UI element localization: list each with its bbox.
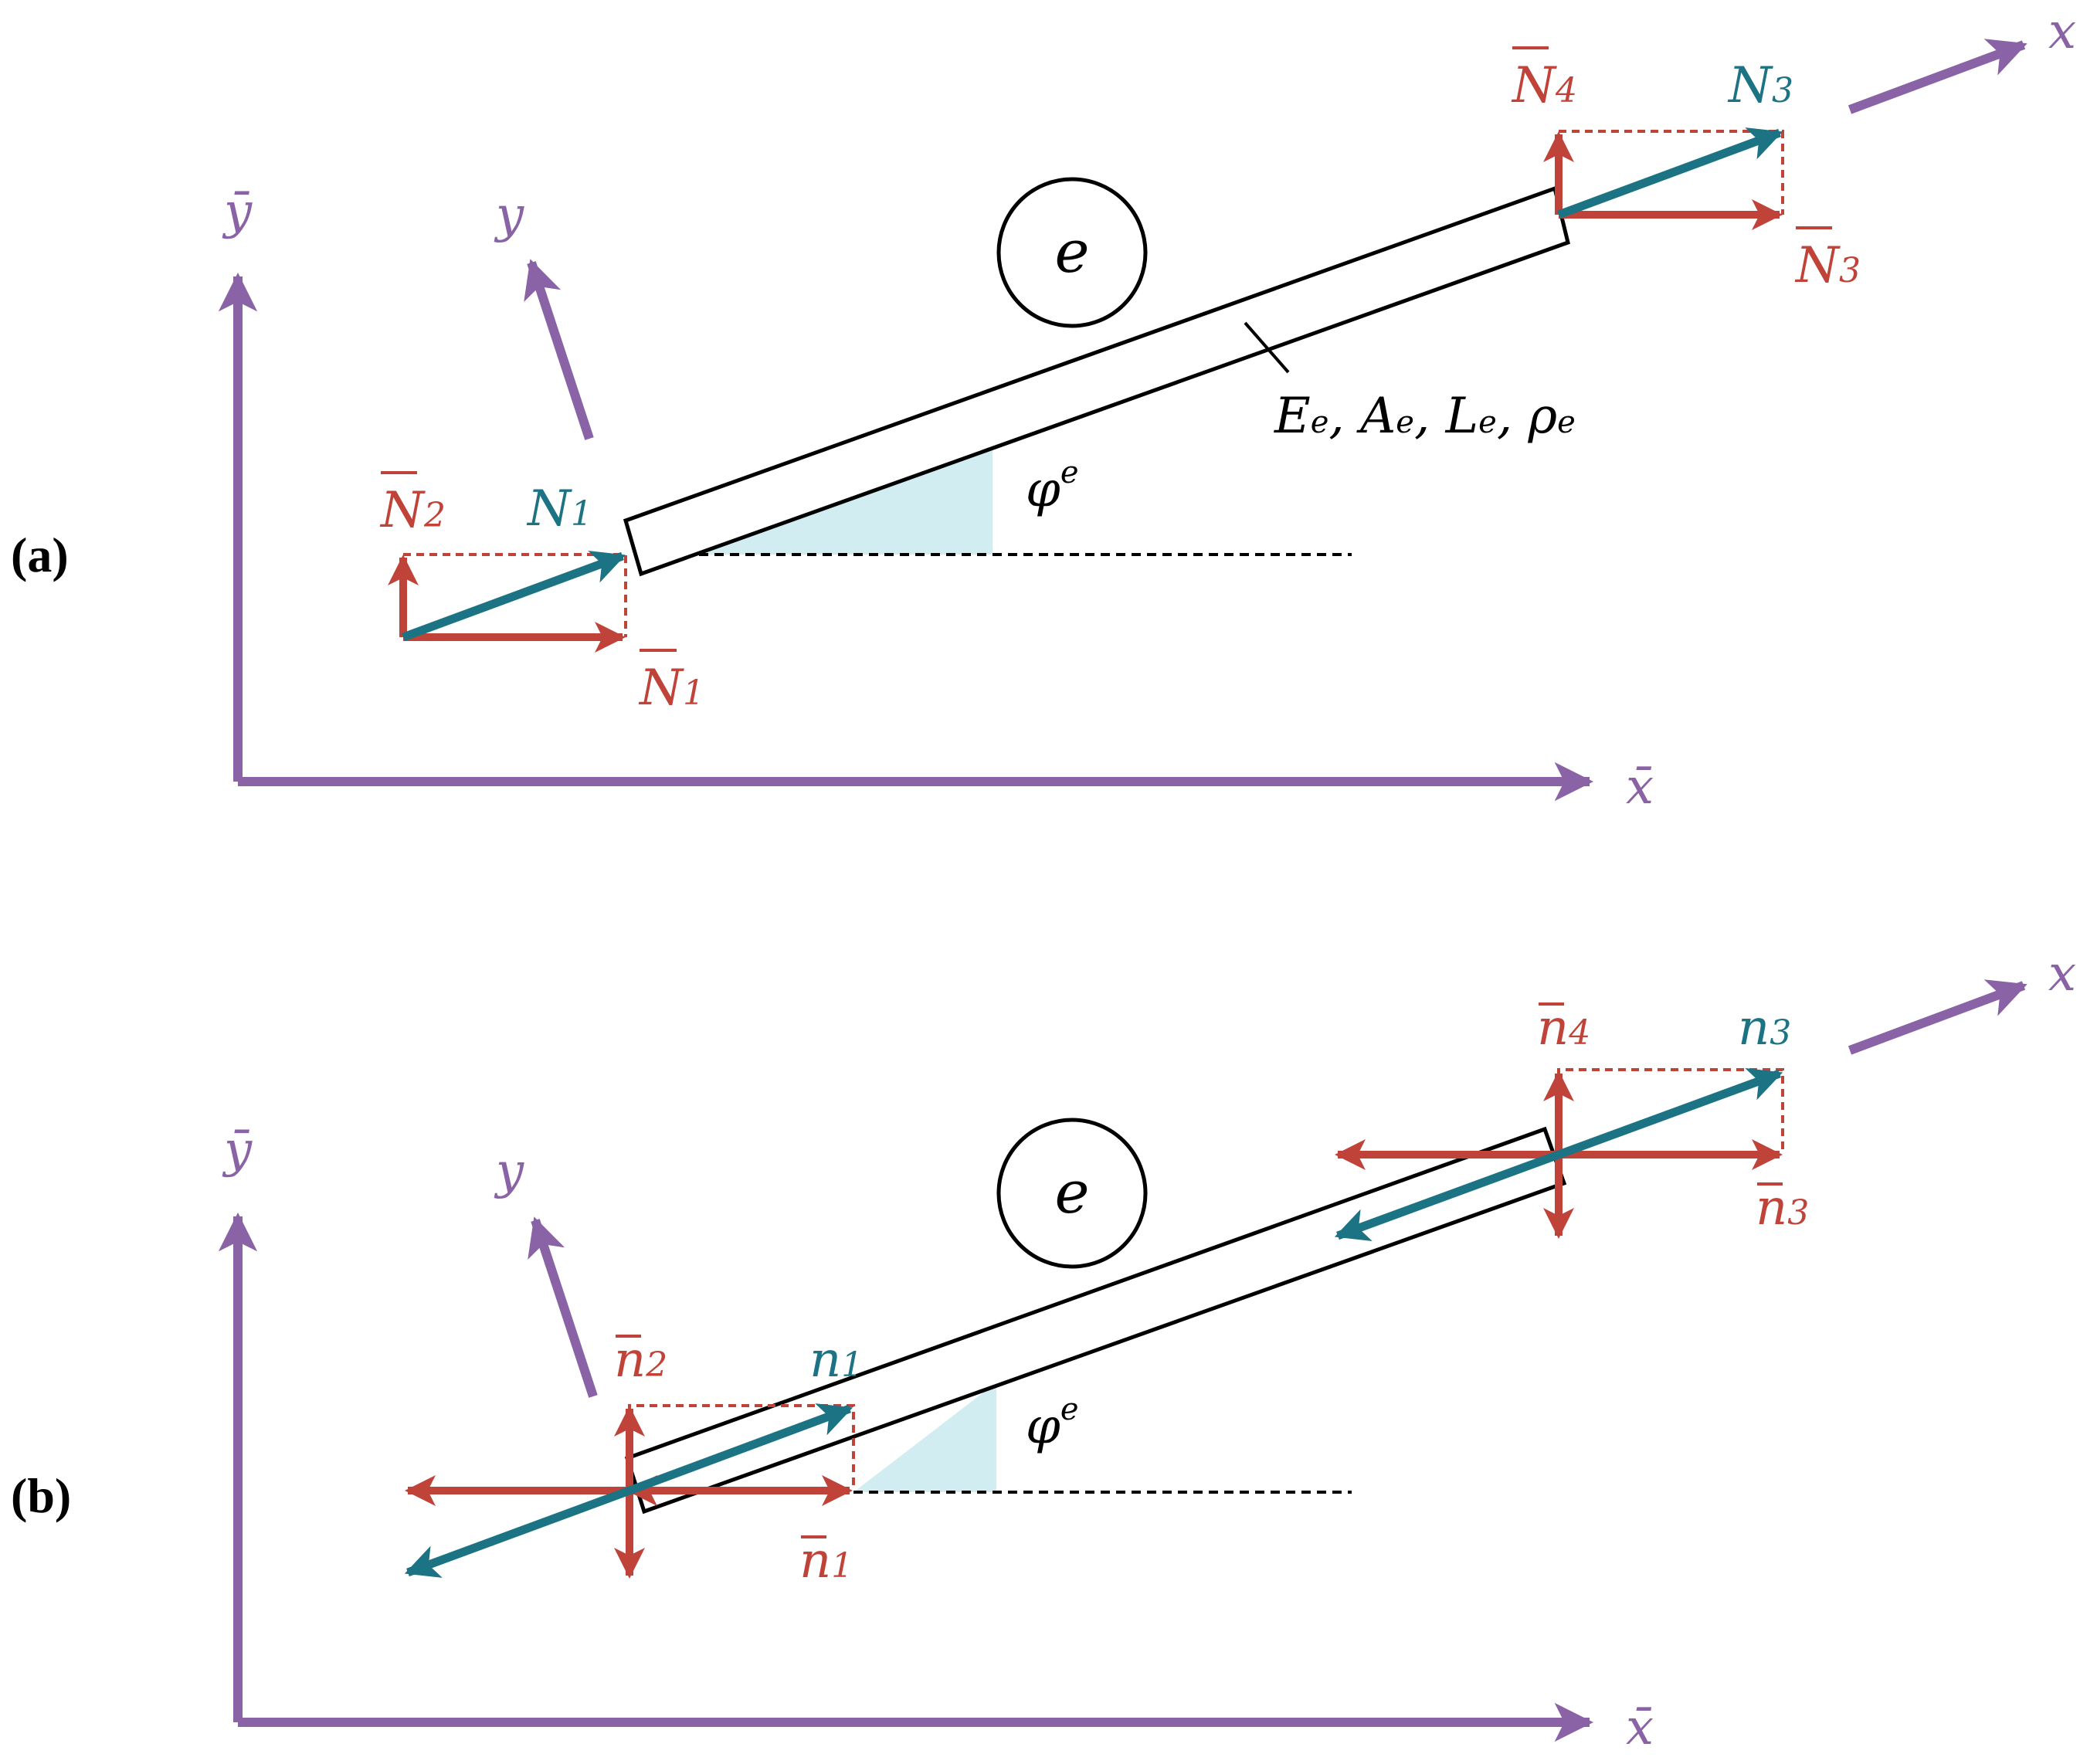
- n3-opposite-arrow: [1334, 1150, 1560, 1242]
- svg-text:n1: n1: [799, 1532, 853, 1589]
- n3-label: n3: [1738, 999, 1791, 1057]
- N1-arrow: [402, 551, 626, 642]
- x-local-axis-arrow: [1848, 979, 2027, 1055]
- Nbar3-label: N3: [1794, 226, 1861, 294]
- y-local-axis-arrow: [528, 1216, 598, 1398]
- element-properties-label: Ee, Ae, Le, ρe: [1274, 388, 1576, 445]
- svg-text:N3: N3: [1794, 237, 1861, 294]
- svg-text:n4: n4: [1537, 999, 1590, 1057]
- panel-a-tag: (a): [11, 528, 69, 582]
- xbar-axis-label: x̄: [1626, 1699, 1654, 1756]
- angle-shading: [853, 1382, 996, 1492]
- node1-decomposition-box: [403, 553, 627, 637]
- ybar-axis-label: ȳ: [222, 183, 253, 240]
- svg-text:N2: N2: [379, 482, 446, 539]
- xbar-axis-label: x̄: [1626, 758, 1654, 816]
- properties-leader: [1244, 321, 1290, 374]
- element-circle: [996, 177, 1148, 328]
- panel-b: (b) x̄ ȳ x y φe e n1 n2: [11, 945, 2076, 1756]
- n3-arrow: [1557, 1067, 1783, 1159]
- bar-element: [623, 185, 1570, 577]
- svg-text:n2: n2: [614, 1331, 667, 1389]
- ybar-axis-label: ȳ: [222, 1121, 253, 1179]
- svg-text:N4: N4: [1511, 57, 1577, 114]
- svg-text:n3: n3: [1756, 1179, 1809, 1236]
- svg-text:N1: N1: [638, 660, 704, 717]
- angle-label: φe: [1026, 455, 1078, 518]
- nbar1-label: n1: [799, 1532, 853, 1589]
- element-label: e: [1055, 1158, 1090, 1226]
- Nbar4-label: N4: [1511, 46, 1577, 114]
- y-local-axis-arrow: [524, 259, 594, 440]
- Nbar2-label: N2: [379, 471, 446, 539]
- N3-label: N3: [1727, 57, 1793, 114]
- panel-a: (a) x̄ ȳ x y φe e Ee, Ae, Le, ρe N1 N2: [11, 3, 2076, 816]
- nbar4-label: n4: [1537, 999, 1590, 1057]
- x-local-axis-arrow: [1848, 39, 2027, 114]
- N3-arrow: [1557, 127, 1783, 219]
- n1-arrow: [628, 1403, 853, 1495]
- element-label: e: [1055, 217, 1090, 286]
- N1-label: N1: [526, 480, 592, 538]
- element-circle: [996, 1118, 1148, 1269]
- y-local-axis-label: y: [494, 187, 524, 244]
- n1-opposite-arrow: [404, 1486, 631, 1578]
- nbar2-label: n2: [614, 1331, 667, 1389]
- Nbar1-label: N1: [638, 649, 704, 717]
- x-local-axis-label: x: [2048, 3, 2076, 60]
- n1-label: n1: [809, 1331, 863, 1389]
- bar-element: [624, 1126, 1567, 1515]
- y-local-axis-label: y: [494, 1143, 524, 1200]
- x-local-axis-label: x: [2048, 945, 2076, 1002]
- nbar3-label: n3: [1756, 1179, 1809, 1236]
- panel-b-tag: (b): [11, 1468, 71, 1523]
- angle-label: φe: [1026, 1392, 1078, 1455]
